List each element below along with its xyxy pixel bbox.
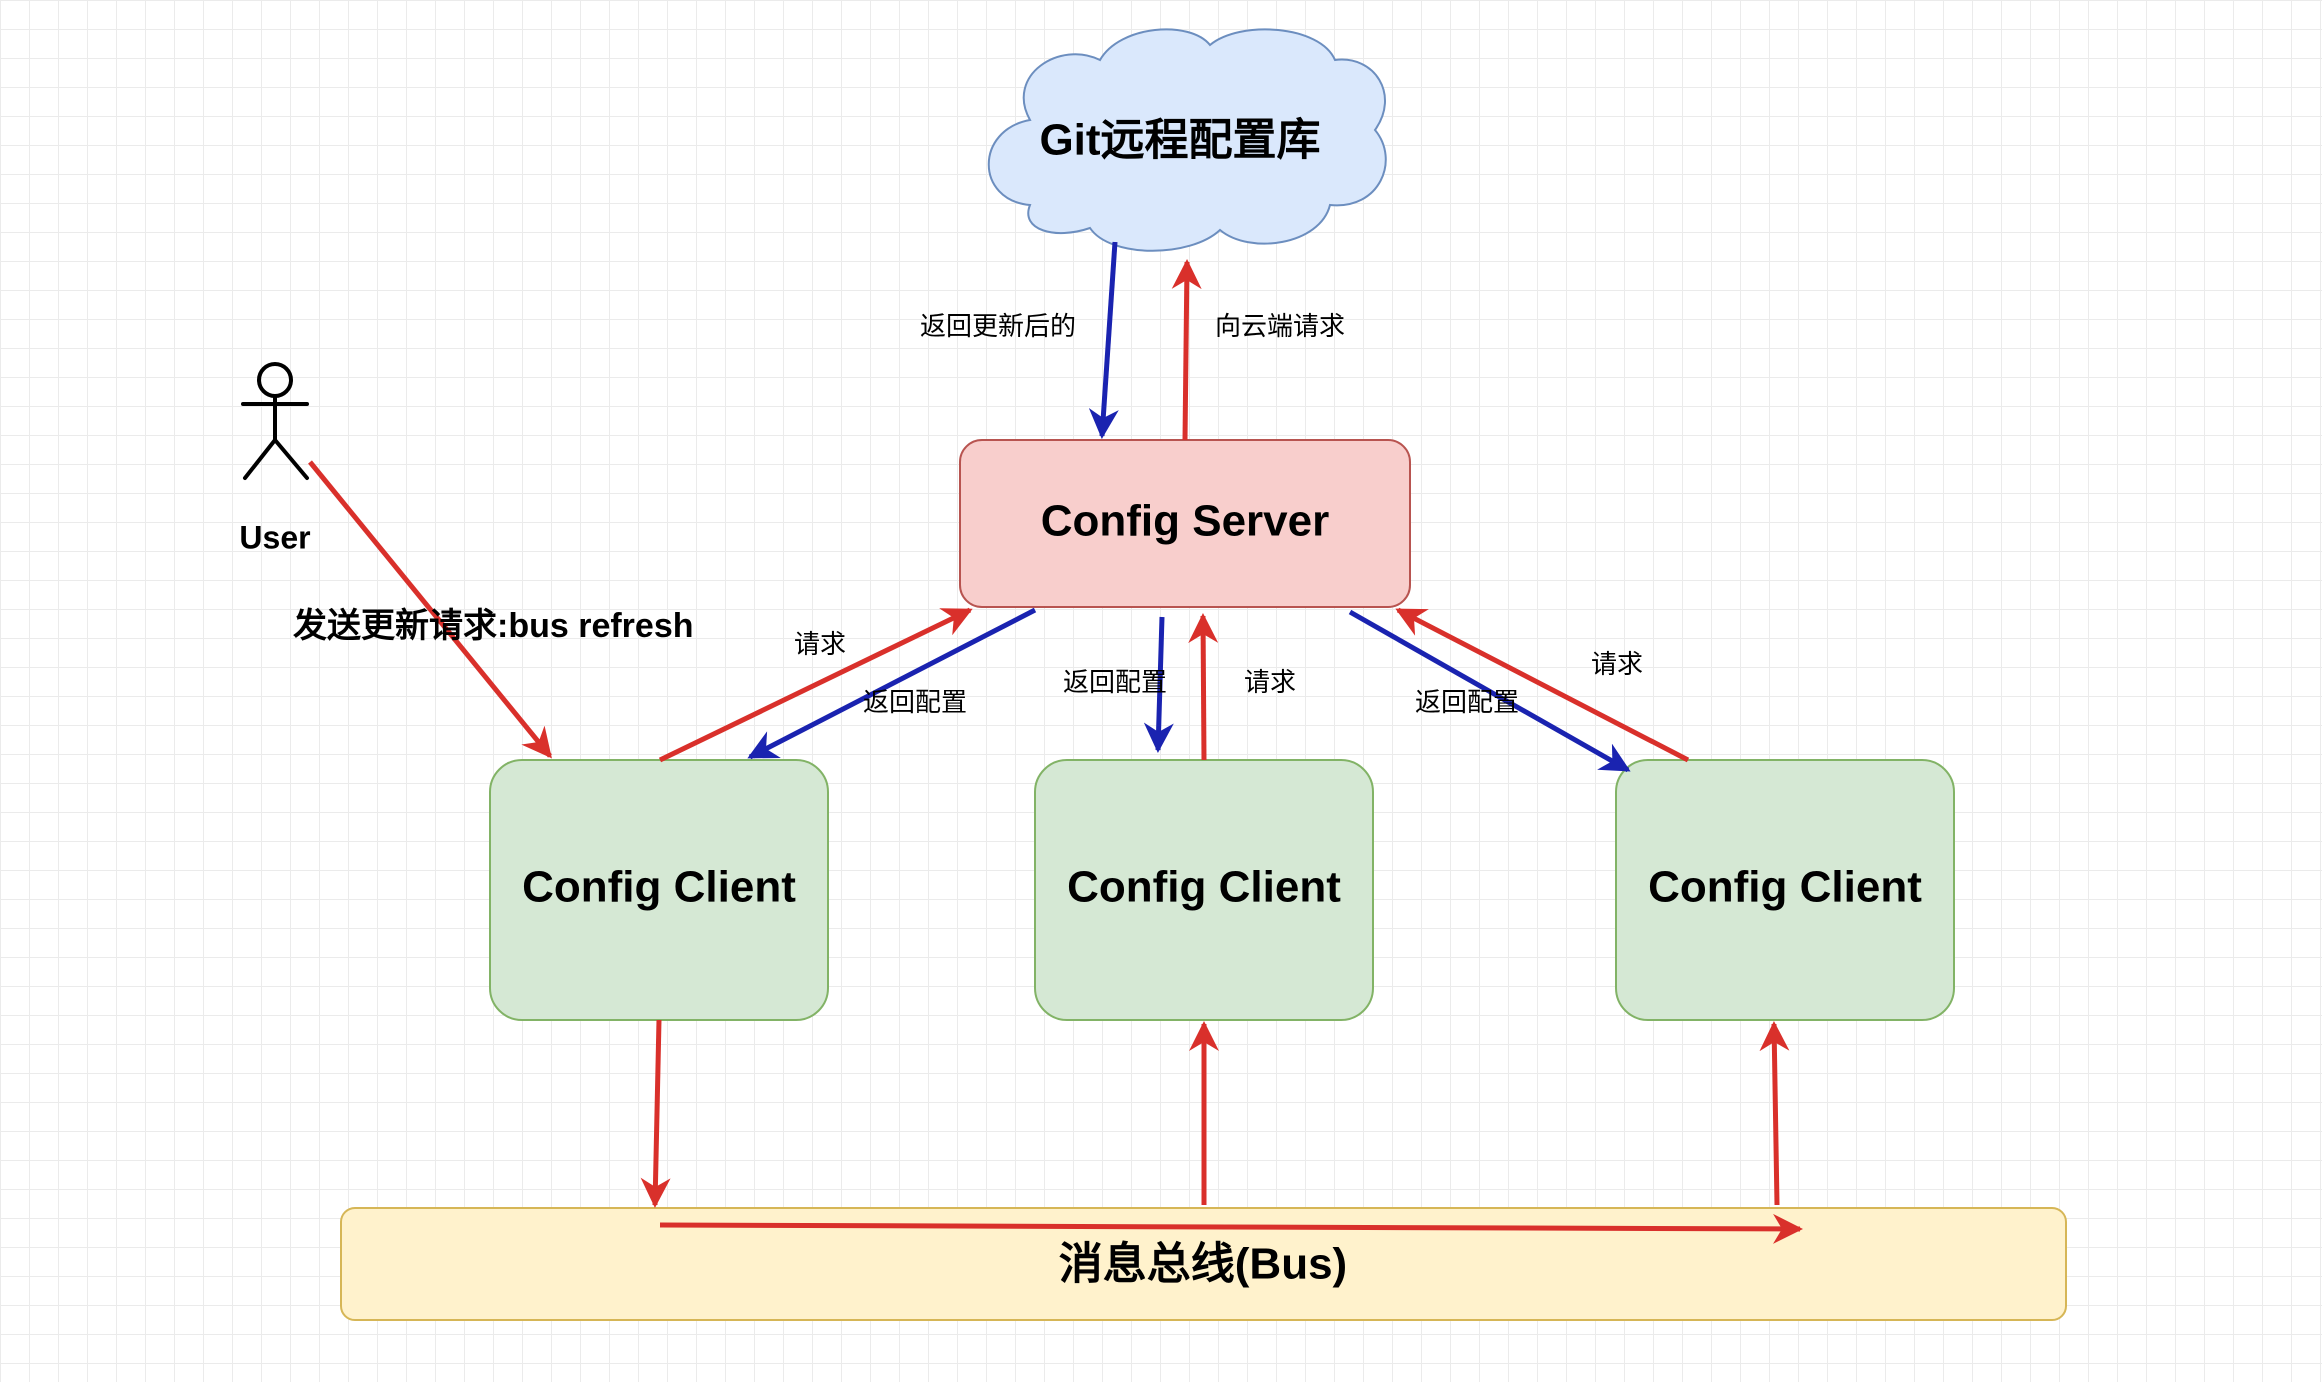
message-bus-node[interactable]: 消息总线(Bus) bbox=[340, 1207, 2067, 1321]
config-server-node[interactable]: Config Server bbox=[959, 439, 1411, 608]
arrow-git-to-server bbox=[1088, 241, 1119, 439]
config-client-middle-label: Config Client bbox=[1067, 863, 1341, 912]
label-middle-return: 返回配置 bbox=[1063, 667, 1167, 697]
user-stick-figure-icon bbox=[241, 362, 309, 480]
label-left-return: 返回配置 bbox=[863, 687, 967, 717]
config-client-left-label: Config Client bbox=[522, 863, 796, 912]
user-label: User bbox=[239, 519, 310, 555]
label-left-request: 请求 bbox=[794, 629, 846, 659]
label-middle-request: 请求 bbox=[1244, 667, 1296, 697]
label-git-to-server: 返回更新后的 bbox=[920, 311, 1076, 341]
label-right-request: 请求 bbox=[1591, 649, 1643, 679]
arrow-middle-request bbox=[1188, 613, 1219, 761]
message-bus-box bbox=[340, 1207, 2067, 1321]
config-client-right-label: Config Client bbox=[1648, 863, 1922, 912]
arrow-right-request bbox=[1395, 607, 1690, 763]
label-right-return: 返回配置 bbox=[1415, 687, 1519, 717]
config-client-right-box bbox=[1615, 759, 1955, 1021]
config-client-left-node[interactable]: Config Client bbox=[489, 759, 829, 1021]
message-bus-label: 消息总线(Bus) bbox=[1059, 1240, 1347, 1289]
config-server-label: Config Server bbox=[1041, 497, 1330, 546]
config-client-right-node[interactable]: Config Client bbox=[1615, 759, 1955, 1021]
arrow-bus-broadcast bbox=[659, 1213, 1803, 1244]
label-user-to-client: 发送更新请求:bus refresh bbox=[293, 607, 694, 645]
arrow-bus-to-right-client bbox=[1759, 1021, 1790, 1206]
arrow-left-return bbox=[747, 607, 1037, 760]
git-repo-label: Git远程配置库 bbox=[1039, 116, 1320, 165]
git-repo-cloud[interactable]: Git远程配置库 bbox=[987, 28, 1387, 252]
label-server-to-git: 向云端请求 bbox=[1215, 311, 1345, 341]
user-actor[interactable]: User bbox=[239, 362, 311, 555]
arrow-right-return bbox=[1348, 609, 1631, 773]
arrow-left-client-to-bus bbox=[640, 1019, 671, 1208]
arrow-middle-return bbox=[1143, 616, 1174, 753]
config-client-middle-node[interactable]: Config Client bbox=[1034, 759, 1374, 1021]
arrow-server-to-git bbox=[1171, 259, 1202, 441]
arrow-user-to-client bbox=[308, 460, 552, 759]
cloud-shape bbox=[987, 28, 1387, 252]
arrow-left-request bbox=[658, 607, 973, 763]
